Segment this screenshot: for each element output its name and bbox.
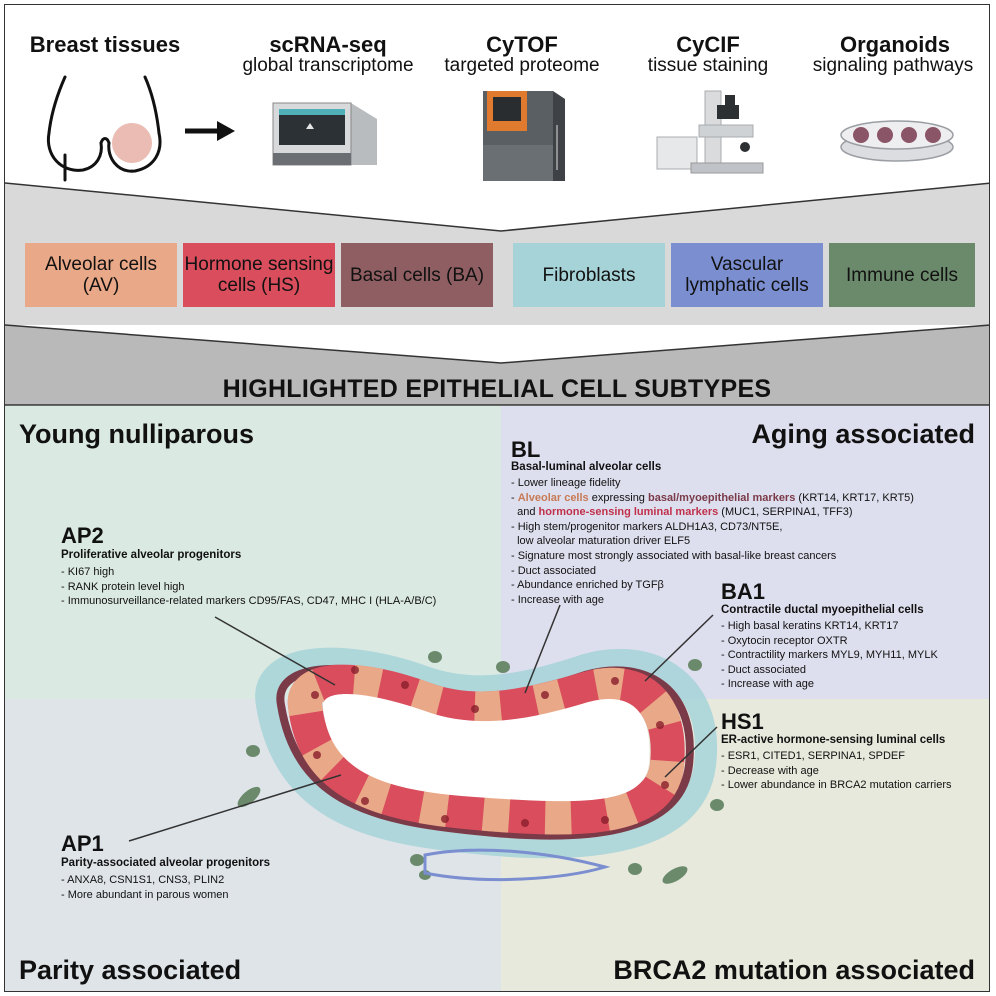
list-item: - Decrease with age — [721, 764, 819, 777]
list-item: - ESR1, CITED1, SERPINA1, SPDEF — [721, 750, 905, 762]
list-item: - High stem/progenitor markers ALDH1A3, … — [511, 520, 783, 533]
technique-subtitle-cytof: targeted proteome — [444, 55, 600, 76]
technique-subtitle-scrnaseq: global transcriptome — [242, 55, 414, 76]
breast-torso-icon — [46, 75, 162, 182]
list-item: - RANK protein level high — [61, 580, 185, 593]
microscope-icon — [656, 90, 764, 174]
subtype-ba1-name: BA1 — [721, 579, 766, 604]
pointer-bl — [524, 604, 561, 694]
subtype-hs1-name: HS1 — [721, 709, 764, 734]
list-item: low alveolar maturation driver ELF5 — [511, 535, 691, 548]
subtype-hs1-bullets: - ESR1, CITED1, SERPINA1, SPDEF - Decrea… — [721, 749, 952, 793]
subtype-ap2-bullets: - KI67 high - RANK protein level high - … — [61, 565, 436, 609]
figure-frame: Breast tissues scRNA-seq global transcri… — [4, 4, 990, 992]
bl-expressing: expressing — [588, 491, 648, 504]
quadrant-title-aging: Aging associated — [751, 419, 975, 449]
list-item: - Increase with age — [721, 678, 814, 691]
subtype-ap1-bullets: - ANXA8, CSN1S1, CNS3, PLIN2 - More abun… — [61, 873, 229, 902]
list-item: - Oxytocin receptor OXTR — [721, 634, 848, 647]
list-item: - Duct associated — [511, 564, 596, 577]
list-item: - Contractility markers MYL9, MYH11, MYL… — [721, 649, 938, 662]
bl-basal-markers-list: (KRT14, KRT17, KRT5) — [795, 491, 914, 504]
bl-basal-markers-highlight: basal/myoepithelial markers — [647, 491, 796, 504]
subtype-hs1-description: ER-active hormone-sensing luminal cells — [721, 734, 946, 746]
technique-illustrations — [46, 75, 954, 182]
list-item: - Lower abundance in BRCA2 mutation carr… — [721, 779, 952, 792]
list-item: - KI67 high — [61, 566, 115, 578]
subtype-ba1-description: Contractile ductal myoepithelial cells — [721, 604, 924, 616]
technique-title-organoids: Organoids — [839, 32, 950, 57]
list-item: - Immunosurveillance-related markers CD9… — [61, 595, 437, 608]
quadrant-title-parity: Parity associated — [19, 955, 242, 985]
immune-cells — [237, 651, 724, 884]
organoid-dish-icon — [840, 120, 954, 162]
alveolar-cells-layer — [287, 664, 685, 835]
top-funnel-line — [5, 182, 989, 232]
technique-title-breast-tissues: Breast tissues — [29, 32, 181, 57]
banner-band — [5, 325, 989, 405]
bl-hormone-markers-highlight: hormone-sensing luminal markers — [538, 506, 719, 519]
bl-hormone-markers-list: (MUC1, SERPINA1, TFF3) — [718, 506, 853, 519]
list-item: - High basal keratins KRT14, KRT17 — [721, 620, 899, 632]
quadrant-aging — [501, 406, 989, 699]
mammary-duct-illustration — [128, 604, 724, 884]
celltype-fibroblasts: Fibroblasts — [513, 243, 665, 307]
list-item: and hormone-sensing luminal markers (MUC… — [511, 505, 914, 520]
arrow-right-icon — [185, 121, 235, 141]
pointer-ap1 — [128, 774, 342, 842]
subtype-bl-bullets: - Lower lineage fidelity - Alveolar cell… — [511, 476, 914, 607]
quadrant-title-brca2: BRCA2 mutation associated — [613, 955, 975, 985]
list-item: - Signature most strongly associated wit… — [511, 549, 837, 562]
quadrant-young-nulliparous — [5, 406, 501, 699]
subtype-bl-name: BL — [511, 437, 541, 462]
cytof-instrument-icon — [483, 91, 565, 181]
technique-title-scrnaseq: scRNA-seq — [269, 32, 387, 57]
subtype-ba1-bullets: - High basal keratins KRT14, KRT17 - Oxy… — [721, 619, 938, 692]
subtype-ap1-name: AP1 — [61, 831, 104, 856]
technique-title-cytof: CyTOF — [486, 32, 558, 57]
banner-title: HIGHLIGHTED EPITHELIAL CELL SUBTYPES — [222, 375, 772, 403]
pointer-ba1 — [644, 614, 714, 682]
bl-prefix: - — [511, 491, 518, 504]
technique-subtitle-organoids: signaling pathways — [812, 55, 974, 76]
list-item: - Abundance enriched by TGFβ — [511, 579, 664, 592]
celltype-vascular-lymphatic: Vascular lymphatic cells — [671, 243, 823, 307]
list-item: - Increase with age — [511, 593, 604, 606]
list-item: - Alveolar cells expressing basal/myoepi… — [511, 491, 914, 506]
bl-alveolar-cells-highlight: Alveolar cells — [517, 491, 589, 504]
vascular-vessel — [423, 848, 611, 882]
mid-funnel-line — [5, 324, 989, 364]
pointer-ap2 — [214, 616, 336, 686]
subtype-ap1-description: Parity-associated alveolar progenitors — [61, 857, 270, 869]
cell-nuclei — [311, 666, 669, 827]
list-item: - Lower lineage fidelity — [511, 477, 621, 489]
list-item: - ANXA8, CSN1S1, CNS3, PLIN2 — [61, 874, 225, 886]
technique-subtitle-cycif: tissue staining — [647, 55, 769, 76]
list-item: - Duct associated — [721, 663, 806, 676]
scrnaseq-instrument-icon — [272, 102, 377, 166]
celltype-immune: Immune cells — [829, 243, 975, 307]
subtype-ap2-description: Proliferative alveolar progenitors — [61, 549, 242, 561]
breast-tissue-highlight — [112, 123, 152, 163]
celltype-basal: Basal cells (BA) — [341, 243, 493, 307]
duct-lumen — [322, 693, 650, 802]
celltype-hormone-sensing: Hormone sensing cells (HS) — [183, 243, 335, 307]
pointer-hs1 — [664, 726, 718, 778]
fibroblast-layer — [255, 647, 718, 859]
subtype-ap2-name: AP2 — [61, 523, 104, 548]
subtype-bl-description: Basal-luminal alveolar cells — [511, 461, 662, 473]
quadrant-title-young-nulliparous: Young nulliparous — [19, 419, 254, 449]
bl-and: and — [511, 506, 539, 519]
celltype-alveolar: Alveolar cells (AV) — [25, 243, 177, 307]
list-item: - More abundant in parous women — [61, 888, 229, 901]
technique-title-cycif: CyCIF — [676, 32, 740, 57]
